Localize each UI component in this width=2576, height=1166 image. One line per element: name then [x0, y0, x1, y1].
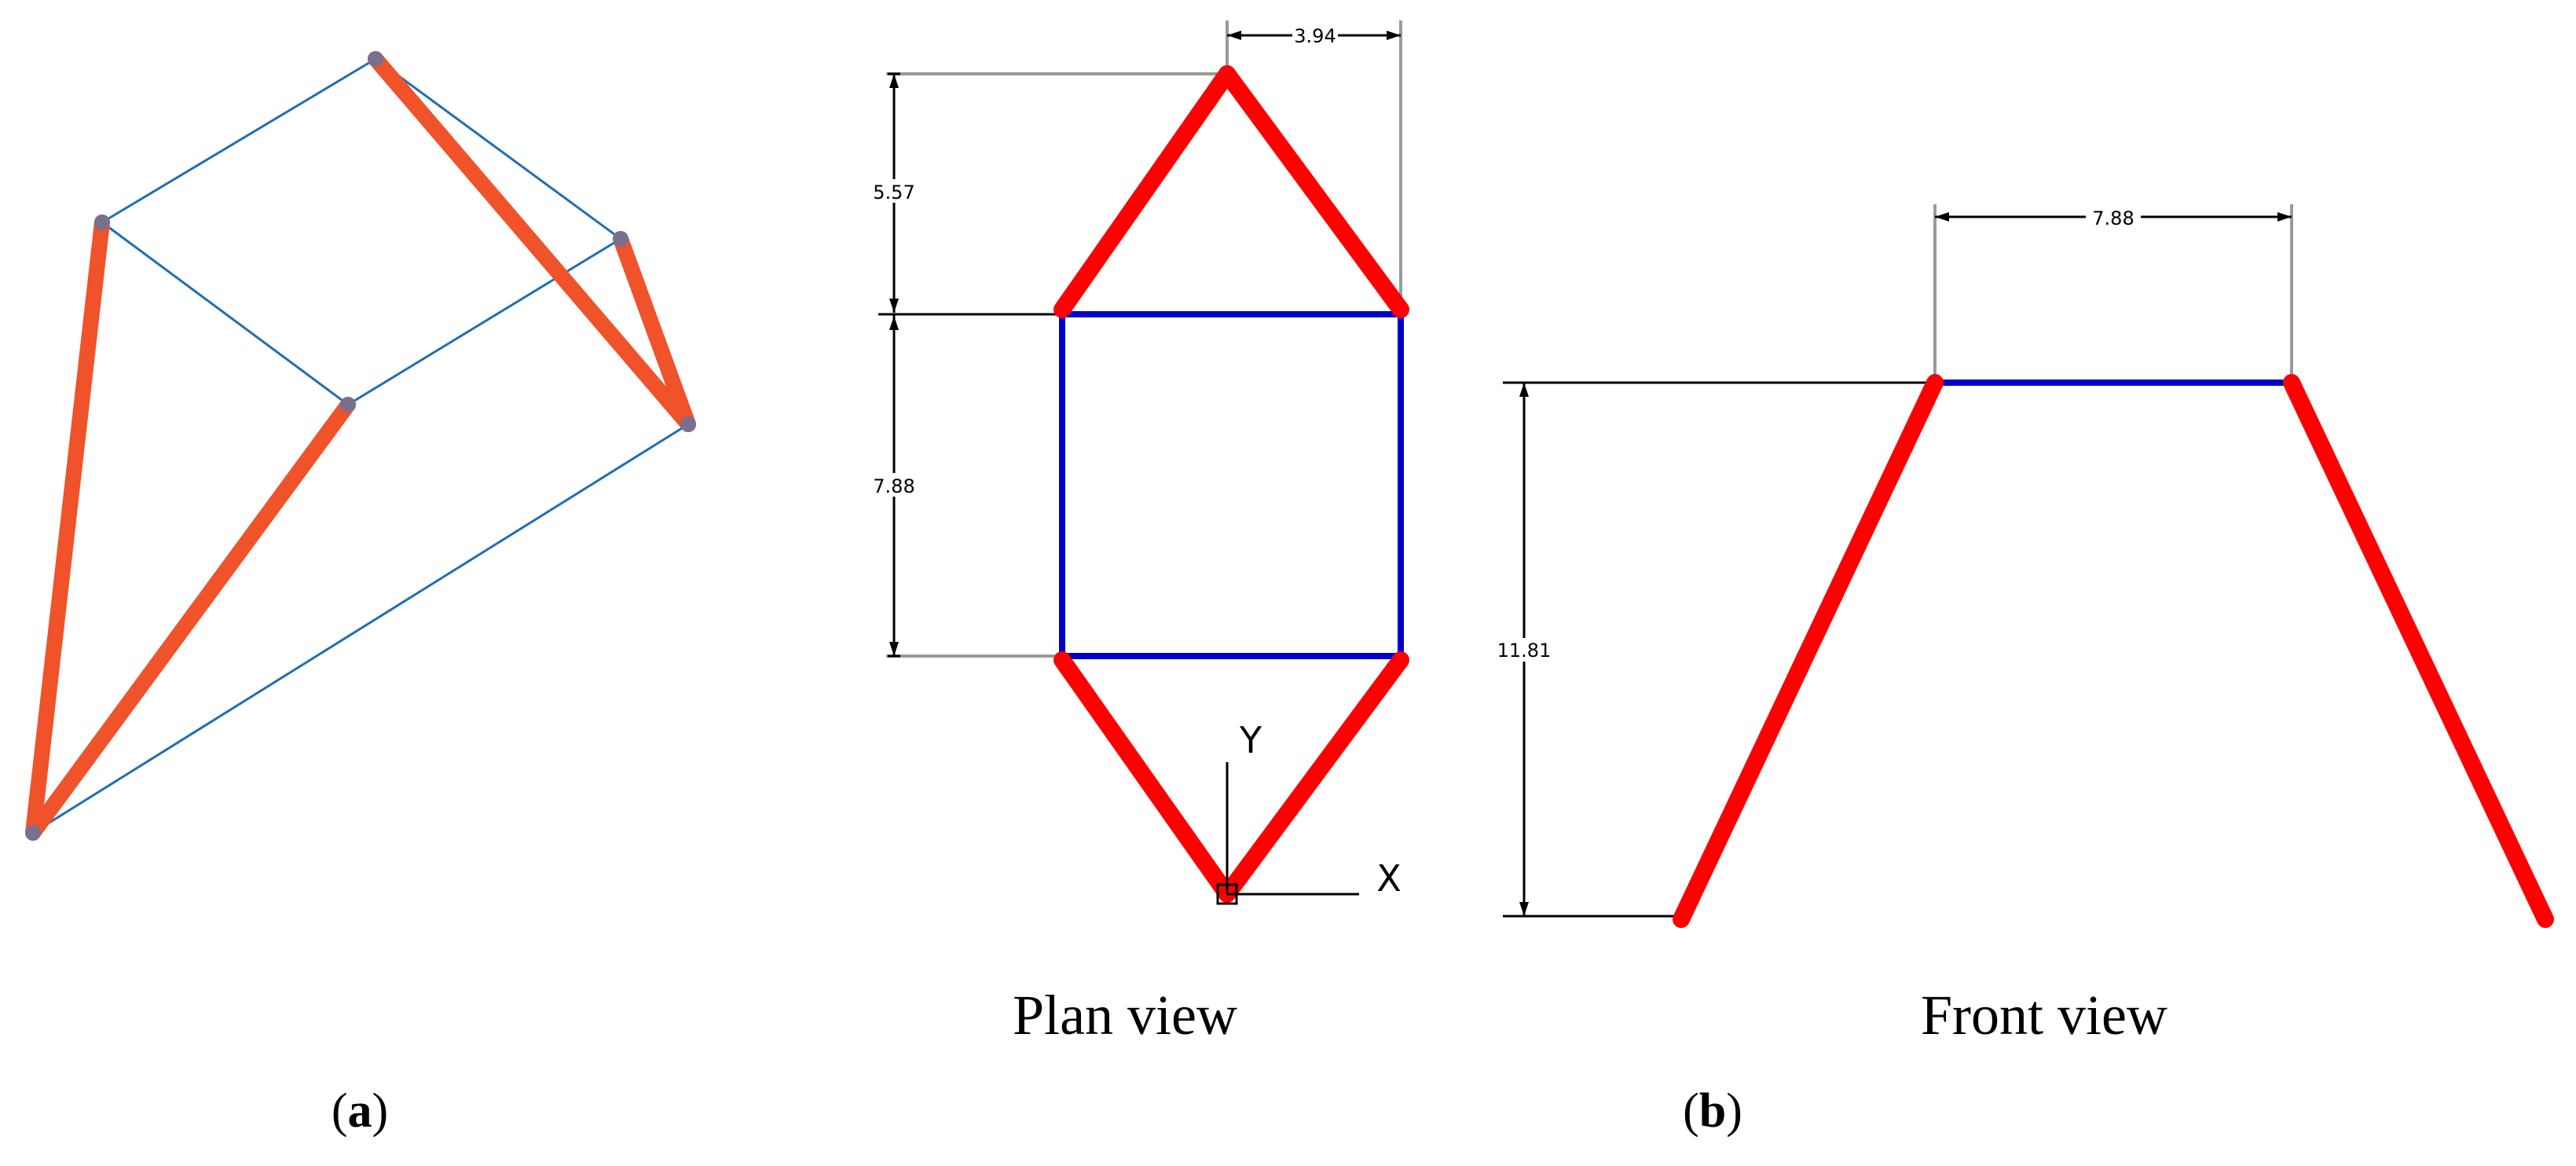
panel-letter-a: a: [348, 1084, 372, 1138]
perspective-view: [25, 51, 696, 841]
arrow: [889, 642, 899, 656]
plan-dimension-lines: [878, 34, 1401, 658]
cables: [32, 57, 689, 834]
axis-x-label: X: [1376, 857, 1402, 900]
dim-label-bg: [870, 473, 918, 497]
front-dim-height: 11.81: [1497, 640, 1552, 662]
origin-marker: [1216, 883, 1238, 905]
front-view-caption: Front view: [1921, 984, 2167, 1047]
arrow: [1935, 212, 1949, 222]
dim-label-bg: [1499, 638, 1549, 662]
arrow: [1519, 383, 1529, 397]
cable-bottom: [32, 423, 689, 834]
plan-dim-middle: 7.88: [873, 475, 914, 497]
strut-right: [613, 231, 696, 432]
node: [340, 397, 356, 412]
front-struts: [1673, 374, 2554, 928]
node: [368, 51, 383, 67]
plan-dim-upper: 5.57: [873, 182, 914, 204]
plan-dim-top: 3.94: [1294, 25, 1336, 47]
arrow: [889, 299, 899, 313]
plan-struts: [1053, 65, 1409, 903]
front-dimension-lines: [1503, 215, 2292, 918]
strut-middle: [25, 397, 356, 841]
cable-middle: [347, 237, 621, 406]
panel-label-a: (a): [332, 1084, 388, 1138]
plan-view-caption: Plan view: [1013, 984, 1237, 1047]
nodes: [25, 51, 696, 841]
arrow: [2277, 212, 2292, 222]
strut: [1218, 65, 1409, 318]
arrow: [1519, 902, 1529, 916]
cable-top-left: [101, 57, 376, 224]
dim-label-bg: [870, 179, 918, 203]
plan-view: 3.94 5.57 7.88 Y X Plan view: [870, 20, 1409, 1047]
front-extension-lines: [1933, 204, 2293, 383]
paren-close: ): [1726, 1084, 1742, 1138]
arrow: [1387, 31, 1401, 40]
paren-open: (: [1683, 1084, 1699, 1138]
cable-left-diagonal: [101, 221, 349, 406]
plan-extension-lines: [886, 20, 1402, 658]
front-dim-top: 7.88: [2092, 207, 2134, 229]
strut: [2283, 374, 2554, 928]
arrow: [889, 316, 899, 330]
node: [680, 416, 696, 432]
node: [613, 231, 628, 247]
front-arrows: [1519, 212, 2292, 916]
paren-close: ): [372, 1084, 389, 1138]
front-view: 7.88 11.81 Front view: [1497, 204, 2554, 1047]
arrow: [889, 74, 899, 88]
paren-open: (: [332, 1084, 348, 1138]
axis-y-label: Y: [1239, 719, 1262, 761]
strut: [1218, 651, 1409, 903]
dim-label-bg: [1292, 24, 1338, 47]
strut: [1053, 65, 1236, 318]
panel-letter-b: b: [1699, 1084, 1726, 1138]
strut: [1053, 651, 1236, 903]
strut: [1673, 374, 1944, 928]
struts: [25, 51, 696, 841]
coordinate-axes: [1216, 762, 1359, 905]
node: [25, 825, 41, 841]
arrow: [1227, 31, 1241, 40]
plan-square-frame: [1059, 311, 1404, 659]
strut-left: [25, 214, 110, 841]
cable-top-right: [375, 57, 621, 240]
panel-label-b: (b): [1683, 1084, 1742, 1138]
plan-arrows: [889, 31, 1401, 656]
dim-label-bg: [2086, 206, 2141, 229]
strut-top: [368, 51, 696, 432]
node: [94, 214, 110, 230]
